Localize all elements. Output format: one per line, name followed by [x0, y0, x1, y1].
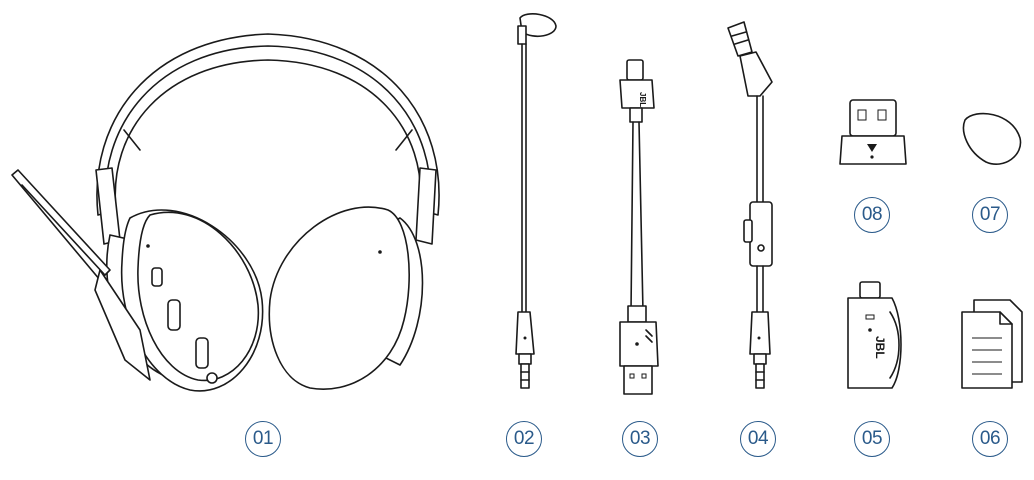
label-07-badge: 07 [972, 197, 1008, 233]
boom-mic-illustration [515, 13, 557, 389]
mic-foam-illustration [962, 112, 1022, 165]
label-08-badge: 08 [854, 197, 890, 233]
wireless-dongle-illustration [839, 99, 907, 165]
audio-cable-illustration [727, 21, 773, 389]
label-05-badge: 05 [854, 421, 890, 457]
usb-adapter-illustration: JBL [847, 281, 902, 389]
label-02-badge: 02 [506, 421, 542, 457]
label-04-badge: 04 [740, 421, 776, 457]
svg-text:JBL: JBL [638, 92, 647, 107]
label-03-badge: 03 [622, 421, 658, 457]
label-01-badge: 01 [245, 421, 281, 457]
label-06-badge: 06 [972, 421, 1008, 457]
svg-text:JBL: JBL [873, 336, 887, 359]
usb-cable-illustration: JBL [619, 59, 659, 395]
documents-illustration [961, 299, 1023, 389]
headset-illustration [11, 33, 440, 392]
